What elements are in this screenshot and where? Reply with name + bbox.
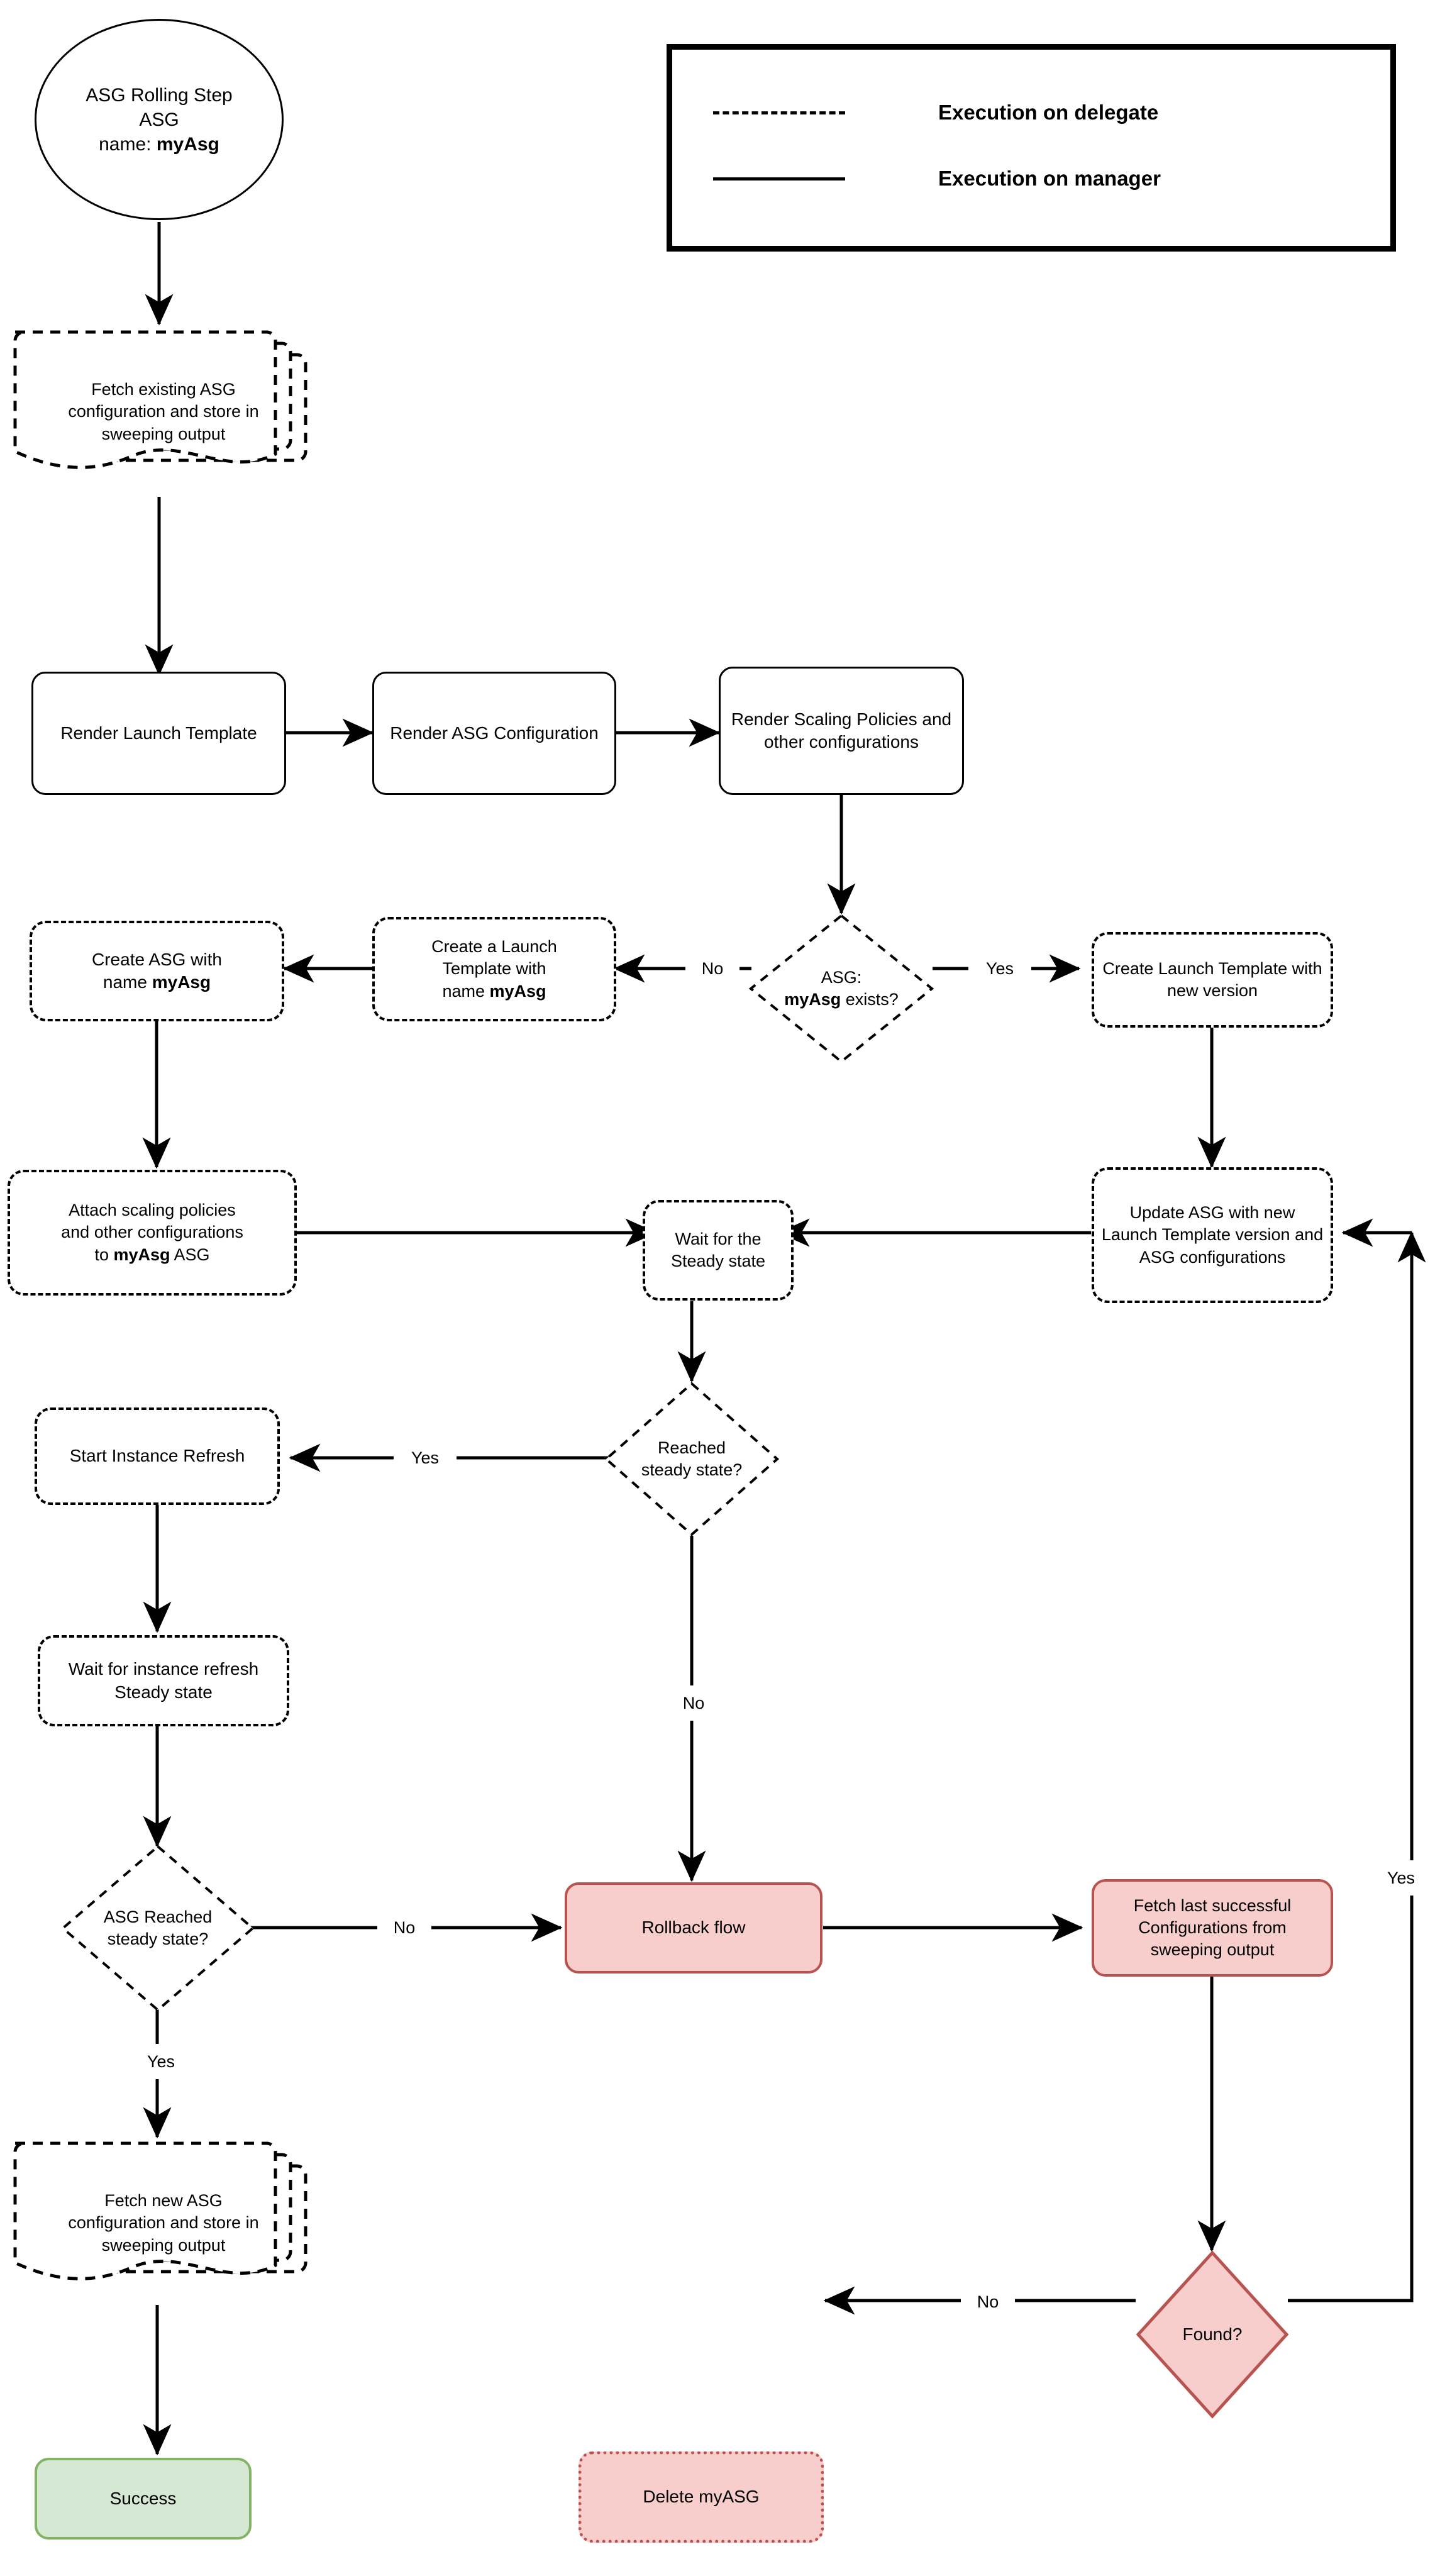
render-scaling-policies-label: Render Scaling Policies and other config…: [731, 709, 952, 752]
dashed-line-icon: [713, 111, 845, 114]
attach-line1: Attach scaling policies: [69, 1201, 236, 1220]
node-render-launch-template[interactable]: Render Launch Template: [31, 672, 286, 795]
solid-line-icon: [713, 177, 845, 180]
legend-row-delegate: Execution on delegate: [713, 94, 1361, 131]
edge-label-found-yes: Yes: [1370, 1860, 1432, 1896]
update-asg-label: Update ASG with new Launch Template vers…: [1101, 1203, 1324, 1267]
clt-line3-bold: myAsg: [489, 981, 546, 1001]
edge-label-reached-steady-yes: Yes: [394, 1440, 457, 1475]
success-label: Success: [109, 2488, 177, 2508]
attach-line2: and other configurations: [61, 1223, 243, 1242]
legend-row-manager: Execution on manager: [713, 160, 1361, 197]
node-success[interactable]: Success: [35, 2458, 252, 2540]
node-create-launch-template-new-version[interactable]: Create Launch Template with new version: [1092, 932, 1333, 1028]
create-launch-template-new-version-label: Create Launch Template with new version: [1102, 958, 1322, 1000]
node-fetch-last-successful-configurations[interactable]: Fetch last successful Configurations fro…: [1092, 1879, 1333, 1977]
attach-line3-prefix: to: [94, 1245, 114, 1264]
start-instance-refresh-label: Start Instance Refresh: [69, 1446, 245, 1466]
rollback-flow-label: Rollback flow: [641, 1918, 746, 1938]
node-start-instance-refresh[interactable]: Start Instance Refresh: [35, 1407, 280, 1505]
start-line1: ASG Rolling Step: [86, 84, 233, 106]
edge-label-found-no: No: [961, 2284, 1015, 2319]
start-line2: ASG: [139, 109, 179, 130]
edge-label-asg-exists-yes: Yes: [968, 951, 1031, 986]
clt-line2: Template with: [442, 959, 546, 979]
legend-box: Execution on delegate Execution on manag…: [667, 44, 1396, 252]
node-create-asg-with-name[interactable]: Create ASG with name myAsg: [30, 921, 284, 1021]
node-render-scaling-policies[interactable]: Render Scaling Policies and other config…: [719, 667, 964, 795]
node-found-decision[interactable]: Found?: [1136, 2250, 1289, 2419]
clt-line1: Create a Launch: [431, 937, 557, 957]
node-wait-instance-refresh-steady-state[interactable]: Wait for instance refresh Steady state: [38, 1635, 289, 1726]
legend-manager-label: Execution on manager: [938, 167, 1161, 190]
casg-line2-bold: myAsg: [152, 972, 211, 992]
start-line3-bold: myAsg: [156, 133, 219, 155]
node-create-launch-template-name[interactable]: Create a Launch Template with name myAsg: [372, 917, 616, 1021]
node-update-asg[interactable]: Update ASG with new Launch Template vers…: [1092, 1167, 1333, 1303]
node-start[interactable]: ASG Rolling Step ASG name: myAsg: [35, 19, 284, 220]
casg-line1: Create ASG with: [92, 949, 222, 969]
legend-delegate-label: Execution on delegate: [938, 101, 1159, 124]
fetch-existing-asg-config-label: Fetch existing ASG configuration and sto…: [68, 379, 259, 443]
node-asg-exists-decision[interactable]: ASG: myAsg exists?: [748, 913, 934, 1064]
node-fetch-new-asg-config[interactable]: Fetch new ASG configuration and store in…: [6, 2138, 321, 2308]
node-delete-myasg[interactable]: Delete myASG: [579, 2451, 824, 2543]
attach-line3-bold: myAsg: [113, 1245, 170, 1264]
delete-myasg-label: Delete myASG: [643, 2487, 760, 2507]
casg-line2-prefix: name: [102, 972, 152, 992]
wait-instance-refresh-label: Wait for instance refresh Steady state: [68, 1659, 259, 1702]
node-wait-for-steady-state[interactable]: Wait for the Steady state: [643, 1200, 794, 1301]
edge-label-asg-exists-no: No: [685, 951, 739, 986]
node-render-asg-configuration[interactable]: Render ASG Configuration: [372, 672, 616, 795]
node-asg-reached-steady-state-decision[interactable]: ASG Reached steady state?: [60, 1844, 255, 2012]
attach-line3-suffix: ASG: [170, 1245, 210, 1264]
render-asg-configuration-label: Render ASG Configuration: [390, 723, 599, 743]
edge-label-asg-reached-steady-no: No: [377, 1910, 431, 1945]
edge-label-reached-steady-no: No: [667, 1685, 721, 1721]
node-reached-steady-state-decision[interactable]: Reached steady state?: [604, 1381, 780, 1537]
node-attach-scaling-policies[interactable]: Attach scaling policies and other config…: [8, 1170, 297, 1296]
render-launch-template-label: Render Launch Template: [60, 723, 257, 743]
wait-for-steady-state-label: Wait for the Steady state: [670, 1229, 766, 1270]
node-fetch-existing-asg-config[interactable]: Fetch existing ASG configuration and sto…: [6, 327, 321, 497]
edge-label-asg-reached-steady-yes: Yes: [130, 2044, 192, 2079]
clt-line3-prefix: name: [442, 981, 490, 1001]
fetch-last-successful-label: Fetch last successful Configurations fro…: [1133, 1896, 1292, 1960]
node-rollback-flow[interactable]: Rollback flow: [565, 1882, 822, 1974]
start-line3-prefix: name:: [99, 133, 157, 155]
fetch-new-asg-config-label: Fetch new ASG configuration and store in…: [68, 2190, 259, 2255]
